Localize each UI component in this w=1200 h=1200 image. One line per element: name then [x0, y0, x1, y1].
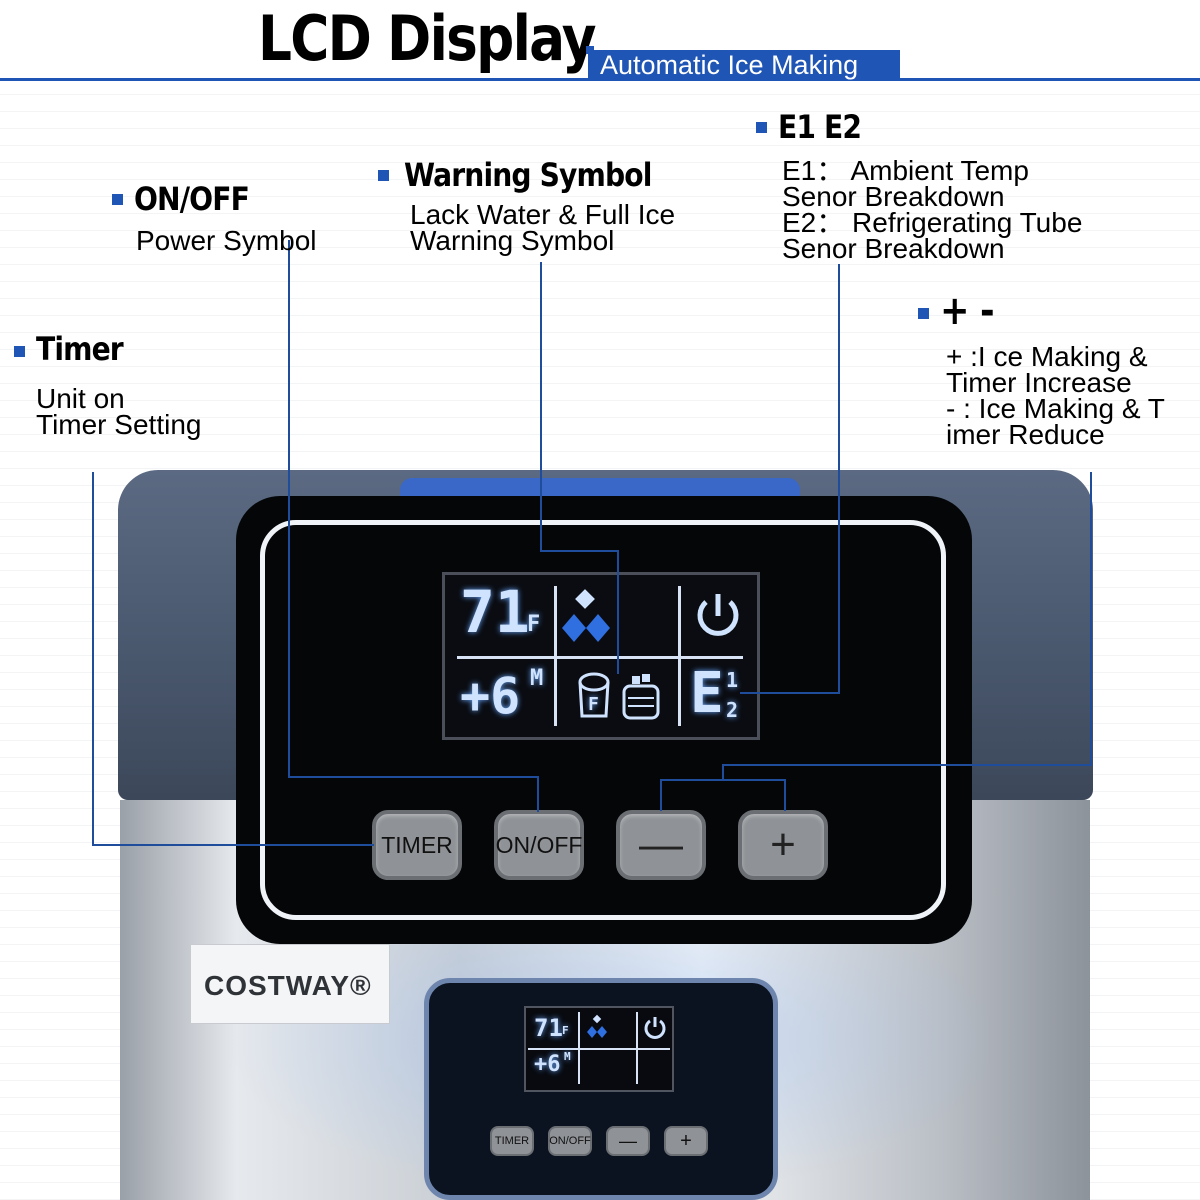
small-plus-button[interactable]: + — [664, 1126, 708, 1156]
lcd-timer-unit: M — [530, 666, 544, 691]
lcd-divider-vertical-2 — [678, 586, 681, 726]
lcd-error-sub2: 2 — [726, 698, 739, 722]
lcd-error-code: E — [690, 661, 724, 726]
small-lcd-temp-unit: F — [562, 1024, 569, 1037]
plus-icon: + — [770, 820, 796, 869]
ice-cubes-icon — [562, 589, 610, 642]
onoff-heading: ON/OFF — [134, 180, 250, 218]
plusminus-leader-h1 — [722, 764, 1092, 766]
small-ice-cubes-icon — [587, 1014, 607, 1038]
ice-bucket-icon — [622, 674, 660, 720]
subtitle-banner: Automatic Ice Making — [588, 50, 900, 80]
lcd-temperature: 71 — [460, 578, 530, 646]
lcd-timer-value: +6 — [460, 667, 521, 725]
plusminus-heading: + - — [940, 288, 995, 334]
warning-leader-v1 — [540, 262, 542, 552]
lcd-divider-horizontal — [457, 656, 743, 659]
power-icon — [697, 594, 739, 636]
plusminus-leader-h2 — [660, 779, 786, 781]
timer-description: Unit on Timer Setting — [36, 383, 202, 440]
error-heading: E1 E2 — [778, 108, 862, 146]
lcd-divider-vertical-1 — [554, 586, 557, 726]
plus-leader — [784, 779, 786, 811]
page-title: LCD Display — [258, 2, 597, 75]
small-lcd-timer-value: +6 — [534, 1052, 561, 1077]
onoff-bullet — [112, 194, 123, 205]
small-minus-button[interactable]: — — [606, 1126, 650, 1156]
warning-heading: Warning Symbol — [404, 156, 652, 194]
small-lcd-divider-h — [528, 1048, 670, 1050]
small-lcd-timer-unit: M — [564, 1050, 571, 1063]
onoff-leader-h — [288, 776, 538, 778]
onoff-description: Power Symbol — [136, 225, 317, 256]
lcd-error-sub1: 1 — [726, 668, 739, 692]
plusminus-bullet — [918, 308, 929, 319]
onoff-leader-v1 — [288, 240, 290, 778]
timer-bullet — [14, 346, 25, 357]
small-onoff-button[interactable]: ON/OFF — [548, 1126, 592, 1156]
minus-leader — [660, 779, 662, 811]
error-description: E1： Ambient Temp Senor Breakdown E2： Ref… — [782, 155, 1083, 264]
logo-plate — [190, 944, 390, 1024]
error-bullet — [756, 122, 767, 133]
brand-logo: COSTWAY® — [204, 970, 372, 1001]
warning-description: Lack Water & Full Ice Warning Symbol — [410, 199, 676, 256]
cup-label: F — [588, 694, 599, 715]
water-cup-icon — [578, 672, 610, 718]
error-leader-v — [838, 264, 840, 694]
lcd-temp-unit: F — [527, 612, 541, 637]
timer-button[interactable]: TIMER — [372, 810, 462, 880]
timer-leader-v — [92, 472, 94, 846]
plusminus-description: + :I ce Making & Timer Increase - : Ice … — [946, 341, 1165, 450]
minus-button[interactable]: — — [616, 810, 706, 880]
error-leader-h — [740, 692, 840, 694]
plus-button[interactable]: + — [738, 810, 828, 880]
small-timer-button[interactable]: TIMER — [490, 1126, 534, 1156]
control-panel-ring — [260, 520, 946, 920]
timer-leader-h — [92, 844, 374, 846]
minus-icon: — — [639, 820, 683, 869]
small-power-icon — [644, 1017, 666, 1039]
onoff-leader-v2 — [537, 776, 539, 812]
warning-leader-v2 — [617, 550, 619, 674]
small-lcd-temperature: 71 — [534, 1014, 563, 1042]
timer-heading: Timer — [36, 330, 124, 368]
onoff-button[interactable]: ON/OFF — [494, 810, 584, 880]
plusminus-leader-v — [1090, 472, 1092, 766]
warning-bullet — [378, 170, 389, 181]
plusminus-leader-v2 — [722, 764, 724, 780]
warning-leader-h — [540, 550, 618, 552]
